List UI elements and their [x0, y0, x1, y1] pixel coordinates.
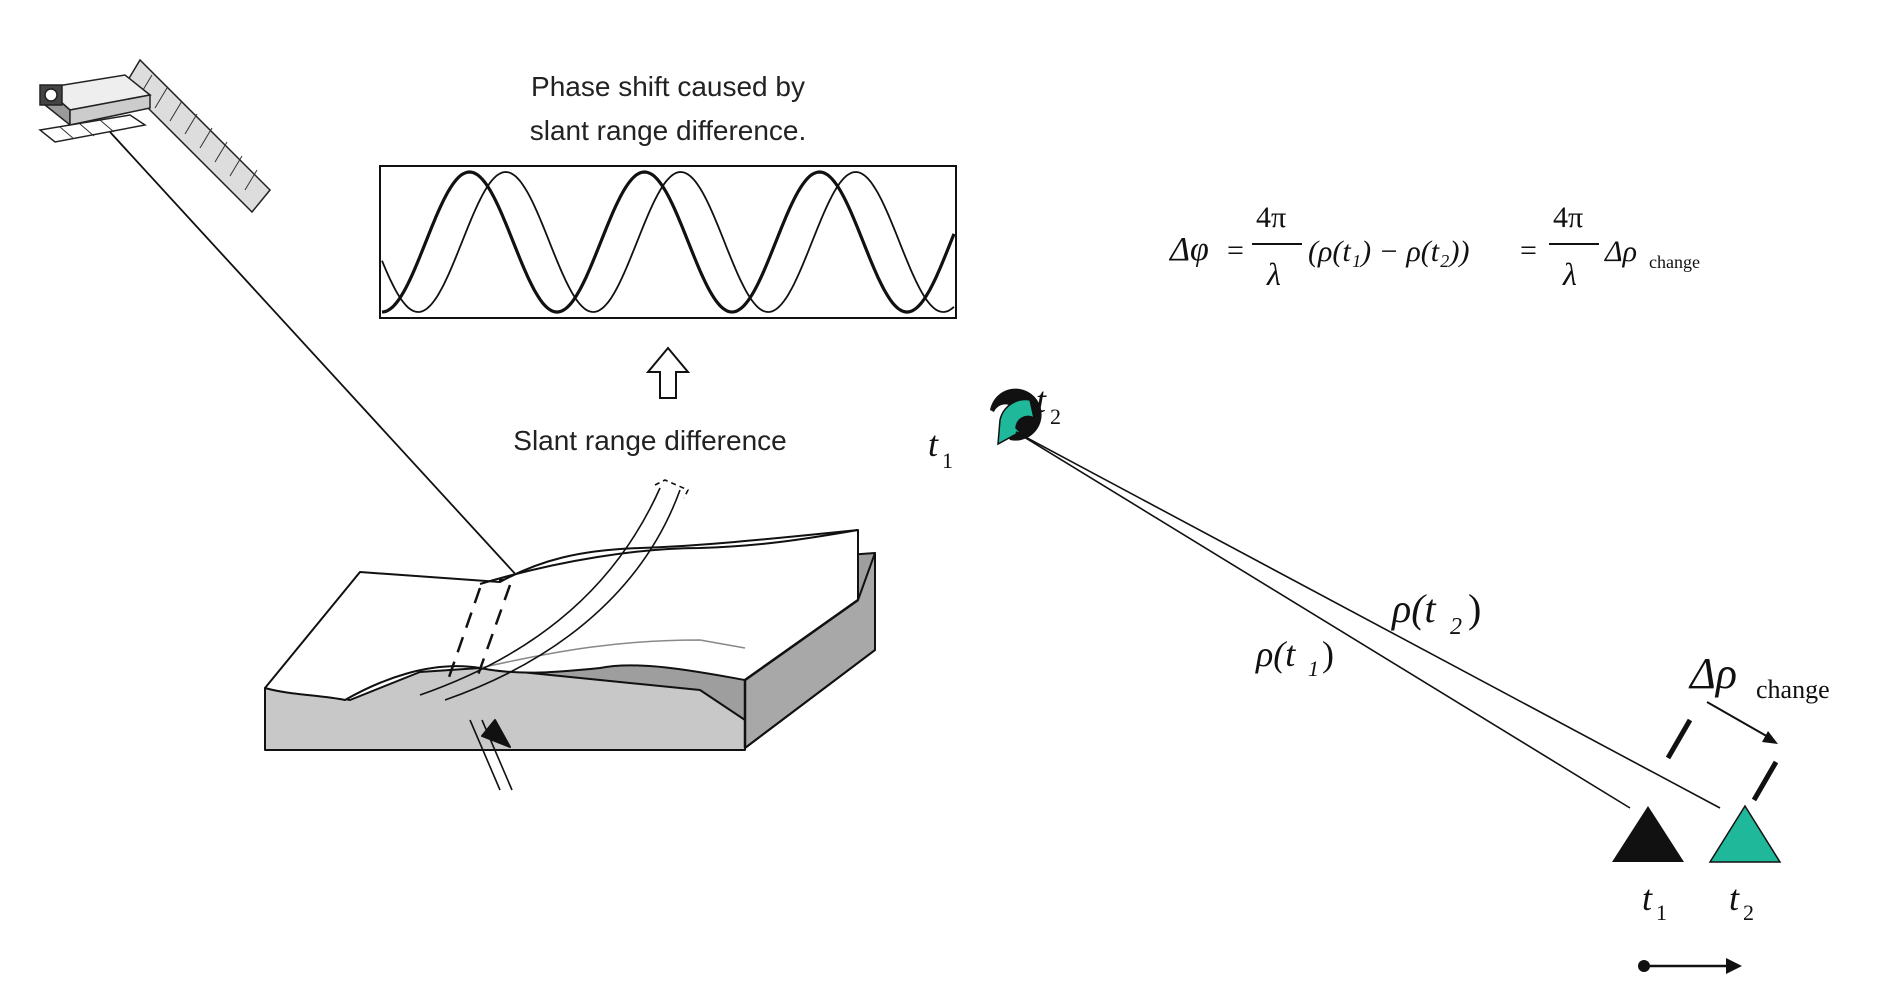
- delta-rho-sub: change: [1756, 675, 1830, 704]
- sat-t1-label: t: [928, 424, 939, 464]
- range-line-t1: [1015, 431, 1631, 809]
- formula-middle: (ρ(t₁) − ρ(t₂)): [1308, 235, 1470, 268]
- range-line-t2: [1015, 431, 1721, 809]
- caption-line2: slant range difference.: [530, 115, 807, 146]
- phase-formula: Δφ = 4π λ (ρ(t₁) − ρ(t₂)) = 4π λ Δρ chan…: [1168, 201, 1700, 292]
- formula-four-pi-2: 4π: [1553, 201, 1583, 234]
- formula-lambda: λ: [1266, 256, 1281, 292]
- sat-t2-sub: 2: [1050, 404, 1061, 429]
- caption-line1: Phase shift caused by: [531, 71, 805, 102]
- formula-equals: =: [1227, 234, 1244, 267]
- slant-range-label: Slant range difference: [513, 425, 786, 456]
- motion-arrowhead: [1726, 958, 1742, 974]
- ground-t2-label: t: [1729, 878, 1740, 918]
- line-of-sight: [109, 131, 586, 651]
- rho-t1-sub: 1: [1308, 656, 1319, 681]
- delta-rho-arrow: [1706, 701, 1771, 739]
- sat-t1-sub: 1: [942, 448, 953, 473]
- rho-t1-label: ρ(t: [1255, 634, 1296, 674]
- up-arrow-icon: [645, 346, 691, 399]
- satellite-icon: [38, 58, 272, 214]
- rho-t2-sub: 2: [1450, 614, 1462, 640]
- terrain-block: [264, 479, 876, 791]
- formula-four-pi: 4π: [1256, 201, 1286, 234]
- rho-t2-label: ρ(t: [1390, 586, 1437, 631]
- ground-point-t1-icon: [1612, 806, 1684, 862]
- rho-t1-end: ): [1322, 634, 1334, 674]
- delta-rho-label: Δρ: [1688, 649, 1737, 698]
- ground-t1-sub: 1: [1656, 900, 1667, 925]
- rho-t2-end: ): [1468, 586, 1481, 631]
- formula-lhs: Δφ: [1168, 231, 1209, 268]
- ground-t1-label: t: [1642, 878, 1653, 918]
- phase-wave-box: [379, 165, 957, 319]
- delta-rho-tick-2: [1751, 760, 1779, 802]
- formula-rhs: Δρ: [1604, 235, 1637, 268]
- wave-shifted: [381, 171, 955, 313]
- formula-lambda-2: λ: [1562, 256, 1577, 292]
- sat-t2-label: t: [1036, 380, 1047, 420]
- ground-point-t2-icon: [1708, 804, 1782, 863]
- delta-rho-arrowhead: [1762, 731, 1778, 744]
- ground-t2-sub: 2: [1743, 900, 1754, 925]
- satellite-positions-icon: [990, 388, 1042, 446]
- wave-reference: [381, 170, 956, 314]
- formula-equals2: =: [1520, 234, 1537, 267]
- formula-rhs-sub: change: [1649, 252, 1700, 272]
- delta-rho-tick-1: [1665, 718, 1693, 760]
